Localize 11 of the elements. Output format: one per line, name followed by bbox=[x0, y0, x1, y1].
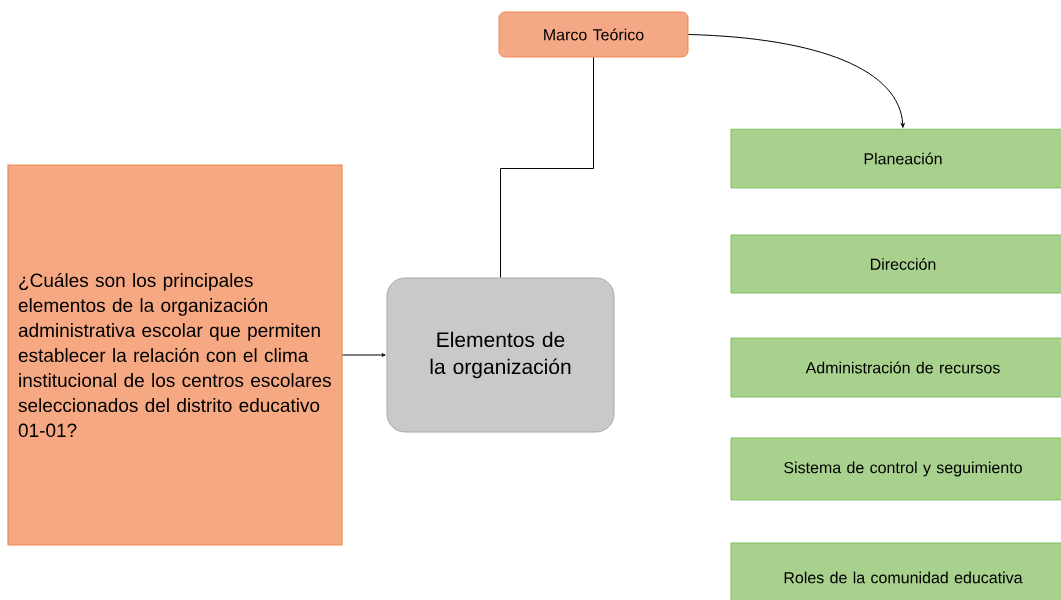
arrow bbox=[342, 353, 386, 357]
process-box: Planeación bbox=[730, 128, 1061, 189]
process-box: Roles de la comunidad educativa bbox=[730, 542, 1061, 600]
process-box: Dirección bbox=[730, 234, 1061, 294]
rounded-box: Marco Teórico bbox=[498, 11, 689, 58]
rounded-box: Elementos de la organización bbox=[386, 277, 615, 433]
question-box: ¿Cuáles son los principales elementos de la organización administrativa escolar que permiten establecer la relación con el clima institucional de los centros escolares seleccionados del distrito educativo 01-01? bbox=[7, 164, 343, 546]
process-box: Sistema de control y seguimiento bbox=[730, 437, 1061, 501]
curved-arrow bbox=[688, 34, 905, 128]
process-box: Administración de recursos bbox=[730, 337, 1061, 398]
connector-line bbox=[500, 57, 594, 278]
